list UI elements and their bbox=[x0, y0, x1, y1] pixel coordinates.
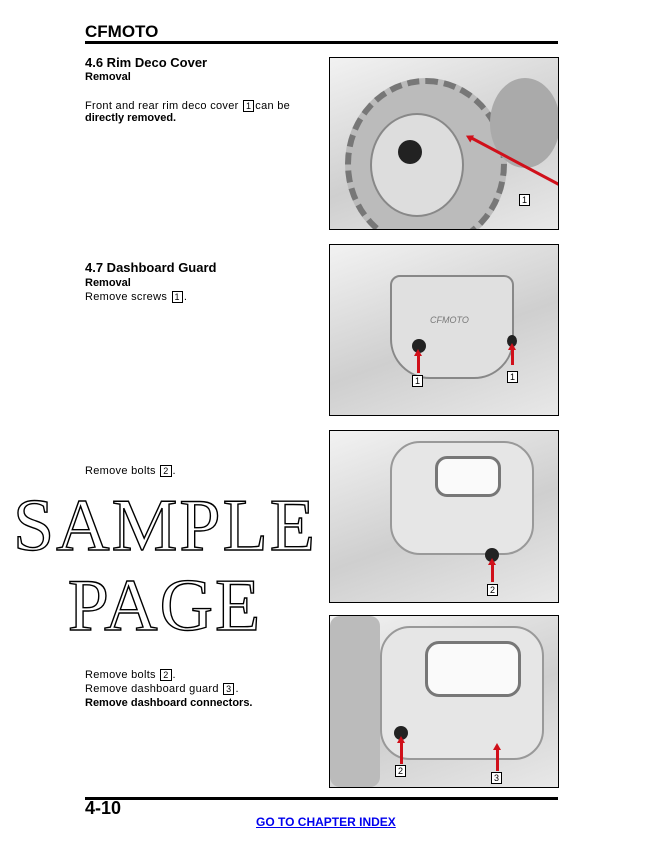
instruction: Remove bolts 2. bbox=[85, 465, 176, 477]
arrow-icon bbox=[397, 736, 405, 764]
callout: 3 bbox=[491, 772, 502, 784]
figure-rim-cover: 1 bbox=[329, 57, 559, 230]
section-title: 4.7 Dashboard Guard bbox=[85, 260, 217, 275]
callout: 1 bbox=[507, 371, 518, 383]
ref-box: 2 bbox=[160, 669, 172, 681]
instruction: Remove bolts 2.Remove dashboard guard 3.… bbox=[85, 669, 253, 709]
arrow-icon bbox=[488, 558, 496, 582]
callout: 1 bbox=[519, 194, 530, 206]
section-subtitle: Removal bbox=[85, 277, 131, 289]
ref-box: 3 bbox=[223, 683, 235, 695]
header-rule bbox=[85, 41, 558, 44]
section-subtitle: Removal bbox=[85, 71, 131, 83]
figure-dashboard-screws: CFMOTO 1 1 bbox=[329, 244, 559, 416]
figure-dashboard-guard: 2 3 bbox=[329, 615, 559, 788]
brand-header: CFMOTO bbox=[85, 22, 159, 41]
callout: 2 bbox=[395, 765, 406, 777]
ref-box: 1 bbox=[171, 291, 183, 303]
page-number: 4-10 bbox=[85, 798, 122, 818]
arrow-icon bbox=[508, 343, 516, 365]
ref-box: 2 bbox=[160, 465, 172, 477]
arrow-icon bbox=[493, 743, 501, 771]
footer-rule bbox=[85, 797, 558, 800]
callout: 1 bbox=[412, 375, 423, 387]
chapter-index-link[interactable]: GO TO CHAPTER INDEX bbox=[256, 815, 396, 829]
logo: CFMOTO bbox=[430, 315, 469, 325]
arrow-icon bbox=[414, 349, 422, 373]
ref-box: 1 bbox=[242, 100, 255, 112]
watermark: SAMPLE PAGE bbox=[12, 485, 317, 647]
section-title: 4.6 Rim Deco Cover bbox=[85, 55, 208, 70]
figure-dashboard-bolts: 2 bbox=[329, 430, 559, 603]
instruction: Remove screws 1. bbox=[85, 291, 188, 303]
callout: 2 bbox=[487, 584, 498, 596]
